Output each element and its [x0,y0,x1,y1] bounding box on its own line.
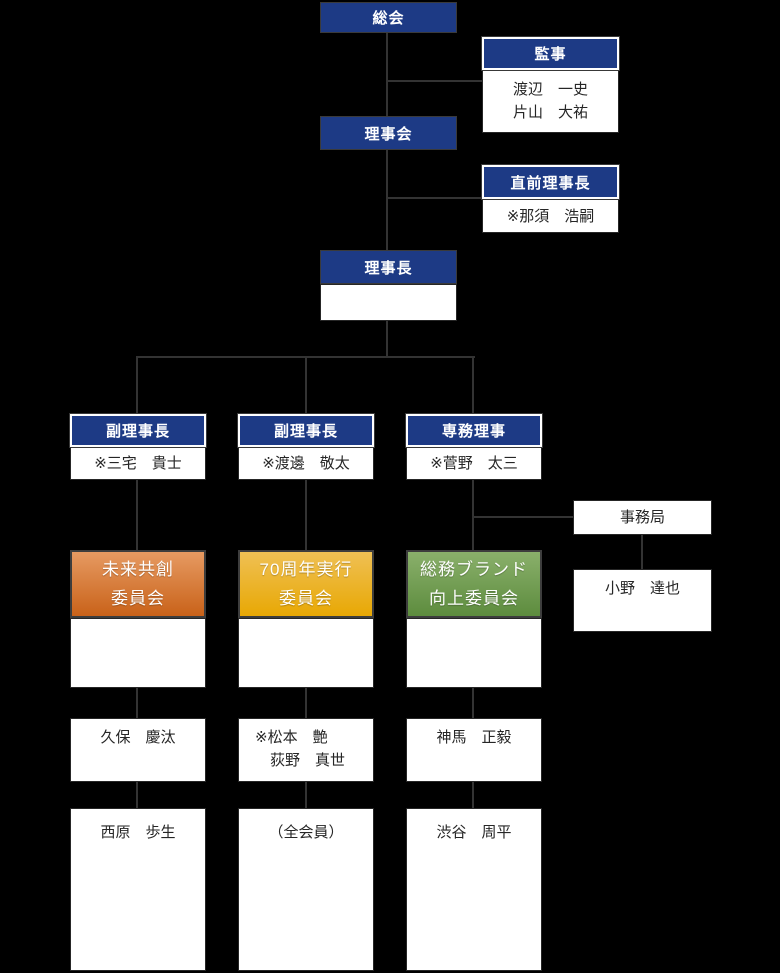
node-jimukyoku-member: 小野 達也 [573,569,712,632]
node-rijikai: 理事会 [320,116,457,150]
node-fuku-rijicho-1: 副理事長 ※三宅 貴士 [69,413,207,480]
kanji-header: 監事 [481,36,620,71]
kanji-members-box: 渡辺 一史 片山 大祐 [482,70,619,133]
committee3-header: 総務ブランド 向上委員会 [406,550,542,618]
committee3-name-line1: 総務ブランド [420,560,528,579]
committee3-members-box: 渋谷 周平 [406,808,542,971]
connector-rijikai-rijicho [386,150,388,251]
fuku1-header: 副理事長 [69,413,207,448]
node-members-committee1: 西原 歩生 [70,808,206,971]
jimukyoku-title: 事務局 [619,509,665,526]
node-soukai: 総会 [320,2,457,33]
connector-chair2-members [305,781,307,809]
committee3-chair: 神馬 正毅 [436,729,512,746]
connector-jimukyoku-ono [641,534,643,570]
committee1-chair: 久保 慶汰 [100,729,176,746]
fuku2-officer: ※渡邊 敬太 [262,455,350,472]
committee2-name-line2: 委員会 [279,589,333,608]
fuku2-officer-box: ※渡邊 敬太 [238,447,374,480]
kanji-member-1: 渡辺 一史 [512,81,588,98]
rijicho-header: 理事長 [320,250,457,284]
node-kanji: 監事 渡辺 一史 片山 大祐 [481,36,620,133]
senmu-officer: ※菅野 太三 [430,455,518,472]
jimukyoku-member: 小野 達也 [604,580,680,597]
connector-bus-drop-1 [136,356,138,415]
committee1-chair-box: 久保 慶汰 [70,718,206,782]
fuku2-header: 副理事長 [237,413,375,448]
connector-to-kanji [386,80,483,82]
rijikai-header: 理事会 [320,116,457,150]
connector-committee1-chair [136,687,138,719]
committee1-name-line1: 未来共創 [102,560,174,579]
fuku2-role: 副理事長 [273,423,338,440]
connector-to-jimukyoku [472,516,574,518]
kanji-title: 監事 [534,46,567,63]
node-members-committee2: （全会員） [238,808,374,971]
fuku1-officer: ※三宅 貴士 [94,455,182,472]
committee1-name-line2: 委員会 [111,589,165,608]
committee1-members: 西原 歩生 [100,824,176,841]
committee2-members: （全会員） [268,824,344,841]
committee3-body [406,618,542,688]
node-jimukyoku: 事務局 [573,500,712,535]
rijicho-member-box [320,284,457,321]
node-rijicho: 理事長 [320,250,457,321]
chokuzen-member-box: ※那須 浩嗣 [482,199,619,233]
connector-to-chokuzen [386,197,483,199]
fuku1-role: 副理事長 [105,423,170,440]
connector-committee2-chair [305,687,307,719]
chokuzen-member: ※那須 浩嗣 [506,207,595,225]
node-senmu-riji: 専務理事 ※菅野 太三 [405,413,543,480]
connector-fuku2-committee2 [305,479,307,551]
senmu-officer-box: ※菅野 太三 [406,447,542,480]
jimukyoku-member-box: 小野 達也 [573,569,712,632]
connector-senmu-committee3 [472,479,474,551]
node-chair-committee2: ※松本 艶 荻野 真世 [238,718,374,782]
committee3-chair-box: 神馬 正毅 [406,718,542,782]
node-committee-somu-brand: 総務ブランド 向上委員会 [406,550,542,688]
connector-bus-drop-3 [472,356,474,415]
committee2-body [238,618,374,688]
node-chair-committee3: 神馬 正毅 [406,718,542,782]
soukai-label: 総会 [372,10,405,27]
connector-committee3-chair [472,687,474,719]
committee1-body [70,618,206,688]
node-chokuzen-rijicho: 直前理事長 ※那須 浩嗣 [481,164,620,233]
senmu-header: 専務理事 [405,413,543,448]
connector-rijicho-bus [386,320,388,358]
committee2-chair-box: ※松本 艶 荻野 真世 [238,718,374,782]
connector-soukai-rijikai [386,33,388,117]
chokuzen-title: 直前理事長 [510,174,591,192]
connector-bus-drop-2 [305,356,307,415]
node-members-committee3: 渋谷 周平 [406,808,542,971]
kanji-member-2: 片山 大祐 [512,104,588,121]
jimukyoku-title-box: 事務局 [573,500,712,535]
node-committee-mirai: 未来共創 委員会 [70,550,206,688]
node-fuku-rijicho-2: 副理事長 ※渡邊 敬太 [237,413,375,480]
connector-chair3-members [472,781,474,809]
committee2-chair-line2: 荻野 真世 [270,752,346,769]
chokuzen-header: 直前理事長 [481,164,620,200]
committee3-name-line2: 向上委員会 [429,589,519,608]
connector-fuku1-committee1 [136,479,138,551]
rijikai-label: 理事会 [364,125,413,143]
committee2-members-box: （全会員） [238,808,374,971]
node-committee-70th: 70周年実行 委員会 [238,550,374,688]
rijicho-title: 理事長 [364,259,413,277]
committee1-header: 未来共創 委員会 [70,550,206,618]
committee2-header: 70周年実行 委員会 [238,550,374,618]
committee2-name-line1: 70周年実行 [259,560,353,579]
committee2-chair-line1: ※松本 艶 [255,729,328,746]
connector-chair1-members [136,781,138,809]
soukai-header: 総会 [320,2,457,33]
fuku1-officer-box: ※三宅 貴士 [70,447,206,480]
senmu-role: 専務理事 [441,423,506,440]
committee3-members: 渋谷 周平 [436,824,512,841]
node-chair-committee1: 久保 慶汰 [70,718,206,782]
committee1-members-box: 西原 歩生 [70,808,206,971]
